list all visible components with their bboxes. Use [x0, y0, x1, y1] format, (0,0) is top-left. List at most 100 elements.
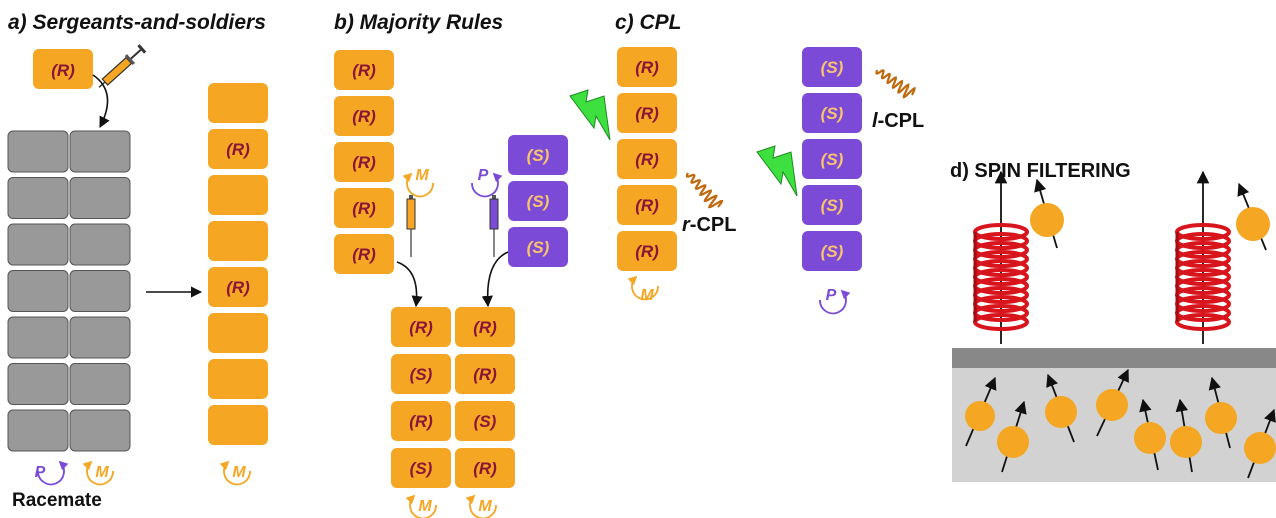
c-right-helix-label: P — [826, 287, 837, 304]
r-block-rect — [617, 185, 677, 225]
soldier-block-rect — [208, 313, 268, 353]
r-block: (R) — [617, 139, 677, 179]
s-block-rect — [508, 227, 568, 267]
result-block: (S) — [391, 354, 451, 394]
s-block-label: (S) — [821, 150, 844, 169]
soldier-block — [208, 83, 268, 123]
panel-b-left-column: (R)(R)(R)(R)(R) — [334, 50, 394, 274]
circular-arrow-icon — [819, 289, 851, 315]
r-block-rect — [617, 139, 677, 179]
panel-b-left-helix: M — [402, 167, 434, 198]
s-block: (S) — [802, 93, 862, 133]
spin-particle — [1096, 368, 1129, 437]
s-block-label: (S) — [527, 192, 550, 211]
spin-particle — [1236, 182, 1270, 251]
r-block-rect — [334, 50, 394, 90]
r-block: (R) — [617, 185, 677, 225]
spins-in-substrate — [965, 368, 1276, 479]
racemate-grid — [7, 130, 131, 452]
electron-circle — [1244, 432, 1276, 464]
racemate-block — [7, 177, 69, 219]
syringe-icon — [406, 195, 416, 257]
panel-a: (R) P M Racemate (R)(R) M — [7, 44, 268, 511]
racemate-block — [7, 316, 69, 359]
result-helix-1-label: M — [418, 498, 432, 515]
lightning-bolt-icon — [756, 145, 798, 197]
panel-b-result-grid: (R)(S)(R)(S)(R)(R)(S)(R) — [391, 307, 515, 488]
racemate-block — [69, 177, 131, 219]
panel-b-right-helix: P — [471, 167, 503, 198]
s-block: (S) — [508, 135, 568, 175]
racemate-block — [69, 316, 131, 359]
spin-particle — [1244, 408, 1276, 479]
right-merge-arrow — [481, 251, 509, 308]
r-block: (R) — [334, 234, 394, 274]
soldier-block — [208, 221, 268, 261]
soldier-block-rect — [208, 267, 268, 307]
result-block-rect — [391, 448, 451, 488]
result-block-rect — [455, 307, 515, 347]
result-block-label: (R) — [473, 318, 497, 337]
panel-c-left-helix: M — [627, 275, 659, 304]
panel-b-right-column: (S)(S)(S) — [508, 135, 568, 267]
result-block-rect — [455, 354, 515, 394]
r-block-label: (R) — [352, 107, 376, 126]
soldier-block — [208, 175, 268, 215]
electron-circle — [997, 426, 1029, 458]
circular-arrow-icon — [465, 494, 497, 518]
panel-c: (R)(R)(R)(R)(R) M r-CPL (S)(S)(S)(S)(S) … — [569, 47, 924, 315]
electron-circle — [1236, 207, 1270, 241]
racemate-block — [69, 270, 131, 312]
coil-helix-icon — [1175, 170, 1231, 344]
spin-particle — [1030, 178, 1064, 249]
racemate-block — [69, 130, 131, 173]
panel-b-result-helix-1: M — [405, 494, 437, 518]
s-block-rect — [802, 139, 862, 179]
electron-circle — [965, 401, 995, 431]
s-block: (S) — [802, 47, 862, 87]
left-merge-arrow — [396, 261, 423, 308]
s-block-label: (S) — [821, 196, 844, 215]
circular-arrow-icon — [219, 460, 251, 486]
racemate-helix-M: M — [82, 460, 114, 486]
spin-particle — [965, 376, 997, 447]
soldier-block-rect — [208, 83, 268, 123]
r-block-rect — [617, 231, 677, 271]
soldier-block-rect — [208, 405, 268, 445]
r-block-label: (R) — [635, 150, 659, 169]
result-block: (R) — [455, 354, 515, 394]
r-block-rect — [617, 93, 677, 133]
lightning-bolt-icon — [569, 89, 611, 141]
panel-d-title: d) SPIN FILTERING — [950, 160, 1131, 182]
r-cpl-label: r-CPL — [682, 214, 736, 236]
panel-b-result-helix-2: M — [465, 494, 497, 518]
spin-particle — [1205, 376, 1237, 449]
electron-circle — [1134, 422, 1166, 454]
soldier-block-label: (R) — [226, 278, 250, 297]
panel-b-title: b) Majority Rules — [334, 11, 503, 34]
s-block-label: (S) — [821, 58, 844, 77]
s-block-label: (S) — [527, 146, 550, 165]
circular-arrow-icon — [402, 172, 434, 198]
c-left-helix-label: M — [640, 287, 654, 304]
soldier-block: (R) — [208, 267, 268, 307]
r-block-label: (R) — [352, 245, 376, 264]
r-block: (R) — [617, 93, 677, 133]
panel-d — [952, 170, 1276, 482]
result-block-rect — [391, 401, 451, 441]
spins-above — [1030, 178, 1270, 251]
s-block-rect — [802, 93, 862, 133]
l-cpl-label: l-CPL — [872, 110, 924, 132]
racemate-block — [7, 363, 69, 405]
circular-arrow-icon — [471, 172, 503, 198]
panel-a-result-column: (R)(R) — [208, 83, 268, 445]
spin-particle — [1134, 398, 1166, 471]
r-block-label: (R) — [352, 199, 376, 218]
result-helix-label: M — [232, 464, 246, 481]
soldier-block-rect — [208, 359, 268, 399]
r-block-label: (R) — [352, 153, 376, 172]
syringe-icon — [489, 195, 499, 257]
r-block: (R) — [617, 231, 677, 271]
result-block-rect — [391, 307, 451, 347]
